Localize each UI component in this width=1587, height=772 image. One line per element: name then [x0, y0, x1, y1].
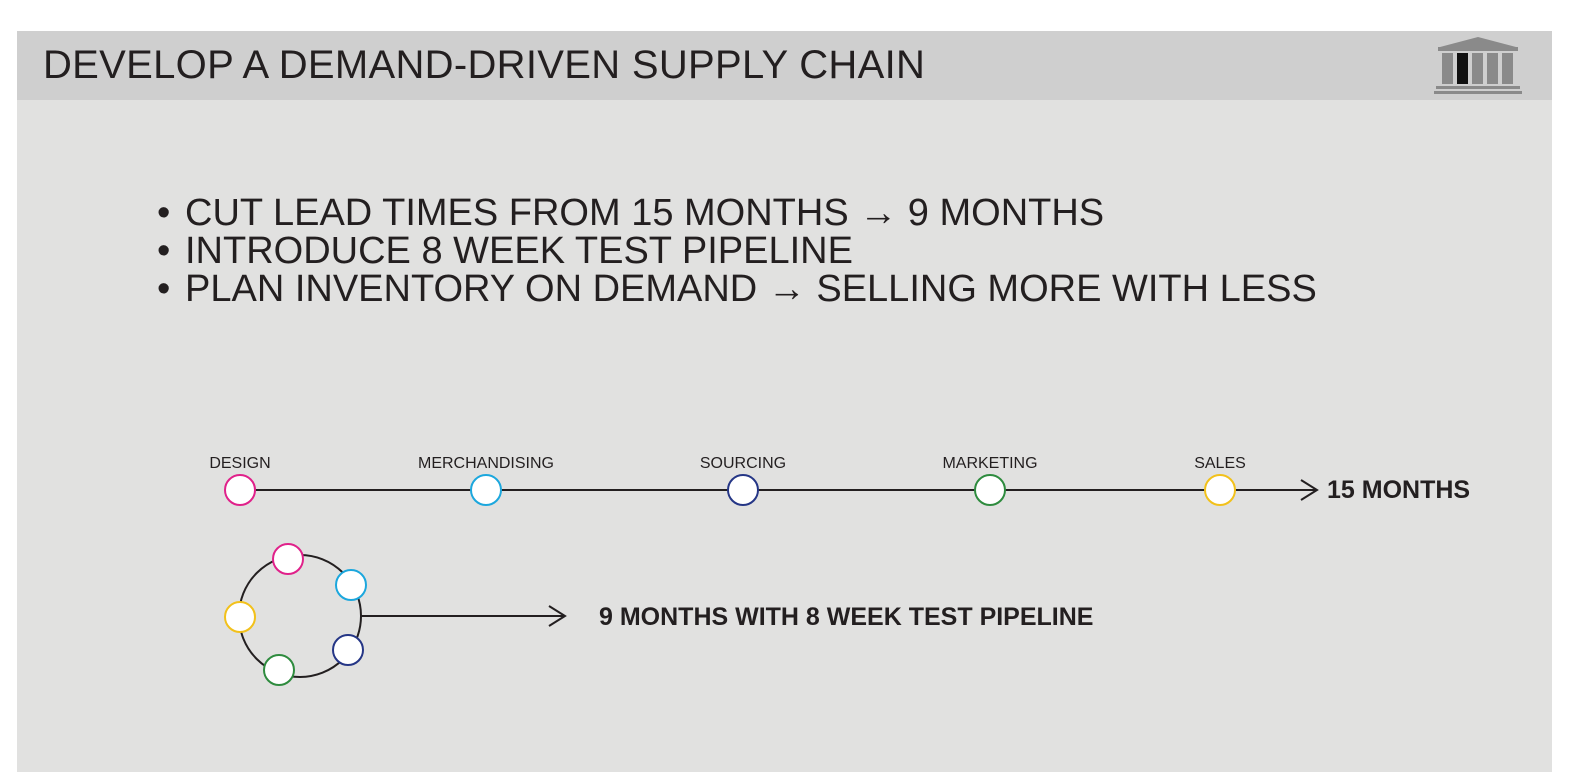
timeline-stage-design: DESIGN: [209, 455, 271, 506]
bullet-item: • PLAN INVENTORY ON DEMAND → SELLING MORE…: [157, 270, 1317, 308]
stage-node-sourcing: [727, 474, 759, 506]
timeline-stage-sourcing: SOURCING: [700, 455, 786, 506]
cycle-node-sourcing: [332, 634, 364, 666]
timeline-arrowhead: [1300, 479, 1319, 501]
slide-title: DEVELOP A DEMAND-DRIVEN SUPPLY CHAIN: [43, 43, 926, 87]
bullet-marker: •: [157, 192, 171, 234]
stage-label: SOURCING: [700, 455, 786, 472]
slide: DEVELOP A DEMAND-DRIVEN SUPPLY CHAIN • CU…: [17, 31, 1552, 772]
bullet-marker: •: [157, 230, 171, 272]
bullet-item: • INTRODUCE 8 WEEK TEST PIPELINE: [157, 232, 1317, 270]
bullet-text: PLAN INVENTORY ON DEMAND → SELLING MORE …: [185, 268, 1317, 310]
stage-label: DESIGN: [209, 455, 270, 472]
bullet-item: • CUT LEAD TIMES FROM 15 MONTHS → 9 MONTH…: [157, 194, 1317, 232]
cycle-result-label: 9 MONTHS WITH 8 WEEK TEST PIPELINE: [599, 603, 1093, 631]
bullet-text: INTRODUCE 8 WEEK TEST PIPELINE: [185, 230, 853, 272]
stage-node-design: [224, 474, 256, 506]
stage-label: MERCHANDISING: [418, 455, 554, 472]
stage-node-sales: [1204, 474, 1236, 506]
stage-label: MARKETING: [942, 455, 1037, 472]
stage-node-marketing: [974, 474, 1006, 506]
bullet-list: • CUT LEAD TIMES FROM 15 MONTHS → 9 MONTH…: [157, 194, 1317, 308]
timeline-result-label: 15 MONTHS: [1327, 476, 1470, 504]
stage-node-merchandising: [470, 474, 502, 506]
header-bar: DEVELOP A DEMAND-DRIVEN SUPPLY CHAIN: [17, 31, 1552, 100]
timeline-stage-marketing: MARKETING: [942, 455, 1038, 506]
cycle-node-sales: [224, 601, 256, 633]
cycle-node-merchandising: [335, 569, 367, 601]
cycle-arrowhead: [548, 605, 567, 627]
timeline-stage-merchandising: MERCHANDISING: [418, 455, 554, 506]
stage-label: SALES: [1194, 455, 1246, 472]
cycle-node-design: [272, 543, 304, 575]
cycle-node-marketing: [263, 654, 295, 686]
supply-chain-diagram: DESIGN MERCHANDISING SOURCING MARKETING …: [209, 455, 1470, 686]
bullet-marker: •: [157, 268, 171, 310]
building-columns-icon: [1434, 37, 1522, 94]
bullet-text: CUT LEAD TIMES FROM 15 MONTHS → 9 MONTHS: [185, 192, 1105, 234]
timeline-stage-sales: SALES: [1194, 455, 1246, 506]
